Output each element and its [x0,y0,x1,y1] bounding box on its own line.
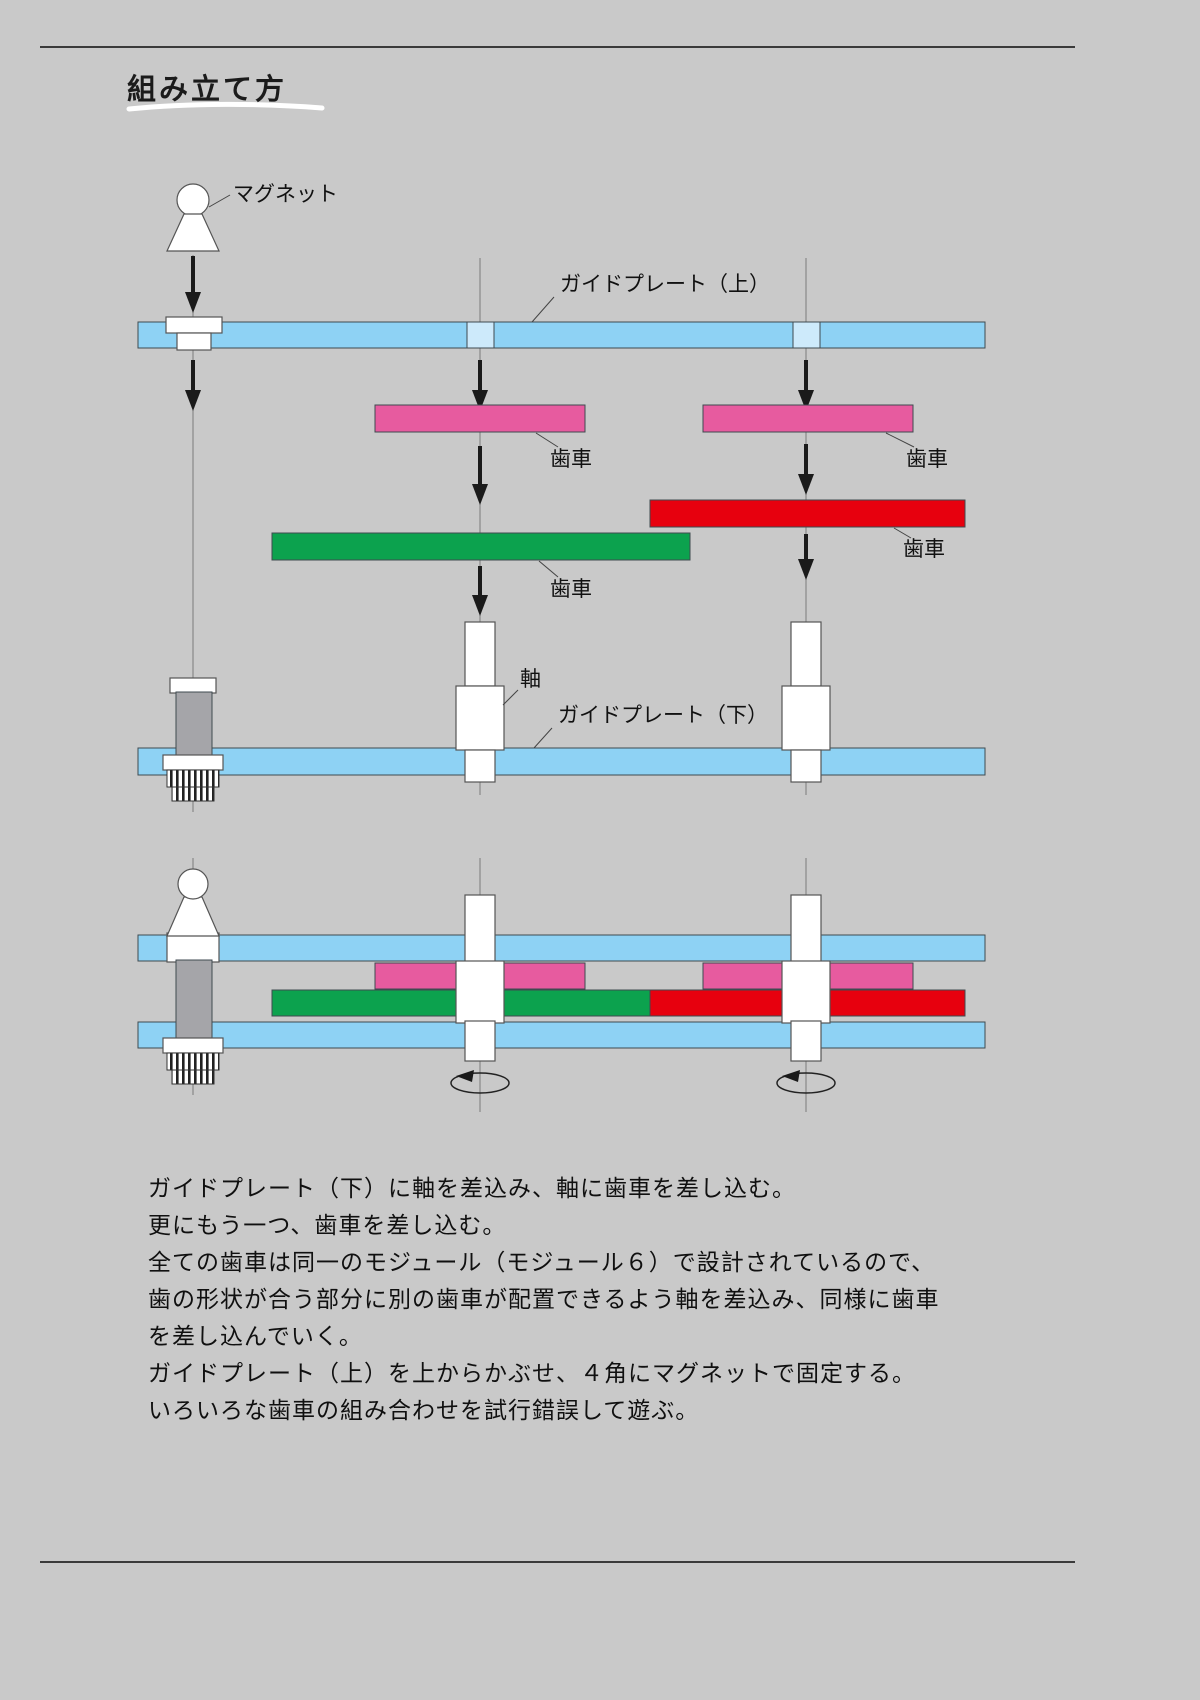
instruction-line: ガイドプレート（上）を上からかぶせ、４角にマグネットで固定する。 [148,1361,916,1386]
instruction-line: 全ての歯車は同一のモジュール（モジュール６）で設計されているので、 [148,1250,936,1275]
instruction-line: を差し込んでいく。 [148,1324,363,1349]
instruction-text: ガイドプレート（下）に軸を差込み、軸に歯車を差し込む。 更にもう一つ、歯車を差し… [148,1170,1008,1429]
title-underline [126,101,325,112]
shaft-center [455,621,505,783]
guide-plate-bottom-label: ガイドプレート（下） [558,703,768,727]
instruction-line: いろいろな歯車の組み合わせを試行錯誤して遊ぶ。 [148,1398,700,1423]
magnet-label: マグネット [233,182,338,206]
rotation-indicator-center [450,1070,510,1094]
shaft-right [781,621,831,783]
assembled-shaft-center [455,894,505,1062]
gear-pink-left [374,404,586,433]
magnet [166,183,220,252]
instruction-line: 更にもう一つ、歯車を差し込む。 [148,1213,507,1238]
assembled-shaft-right [781,894,831,1062]
plate-hole-center [466,321,495,349]
gear-label-red: 歯車 [903,537,945,561]
guide-plate-top [137,316,986,351]
gear-green [271,532,691,561]
guide-plate-top-label: ガイドプレート（上） [560,272,770,296]
gear-label-pink-left: 歯車 [550,447,592,471]
assembled-magnet-column [162,868,224,1085]
assembly-arrows [185,256,814,616]
guide-plate-bottom [137,747,986,776]
instruction-line: 歯の形状が合う部分に別の歯車が配置できるよう軸を差込み、同様に歯車 [148,1287,940,1312]
gear-pink-right [702,404,914,433]
assembled-view [137,868,986,1094]
magnet-receiver-post [162,677,224,802]
gear-label-pink-right: 歯車 [906,447,948,471]
shaft-label: 軸 [520,667,541,691]
gear-red [649,499,966,528]
magnet-socket-flange [165,316,223,334]
plate-hole-right [792,321,821,349]
assembled-plate-top [137,934,986,962]
gear-label-green: 歯車 [550,577,592,601]
page-title: 組み立て方 [127,74,288,106]
rotation-indicator-right [776,1070,836,1094]
magnet-socket-stem [176,332,212,351]
assembled-plate-bottom [137,1021,986,1049]
instruction-line: ガイドプレート（下）に軸を差込み、軸に歯車を差し込む。 [148,1176,796,1201]
